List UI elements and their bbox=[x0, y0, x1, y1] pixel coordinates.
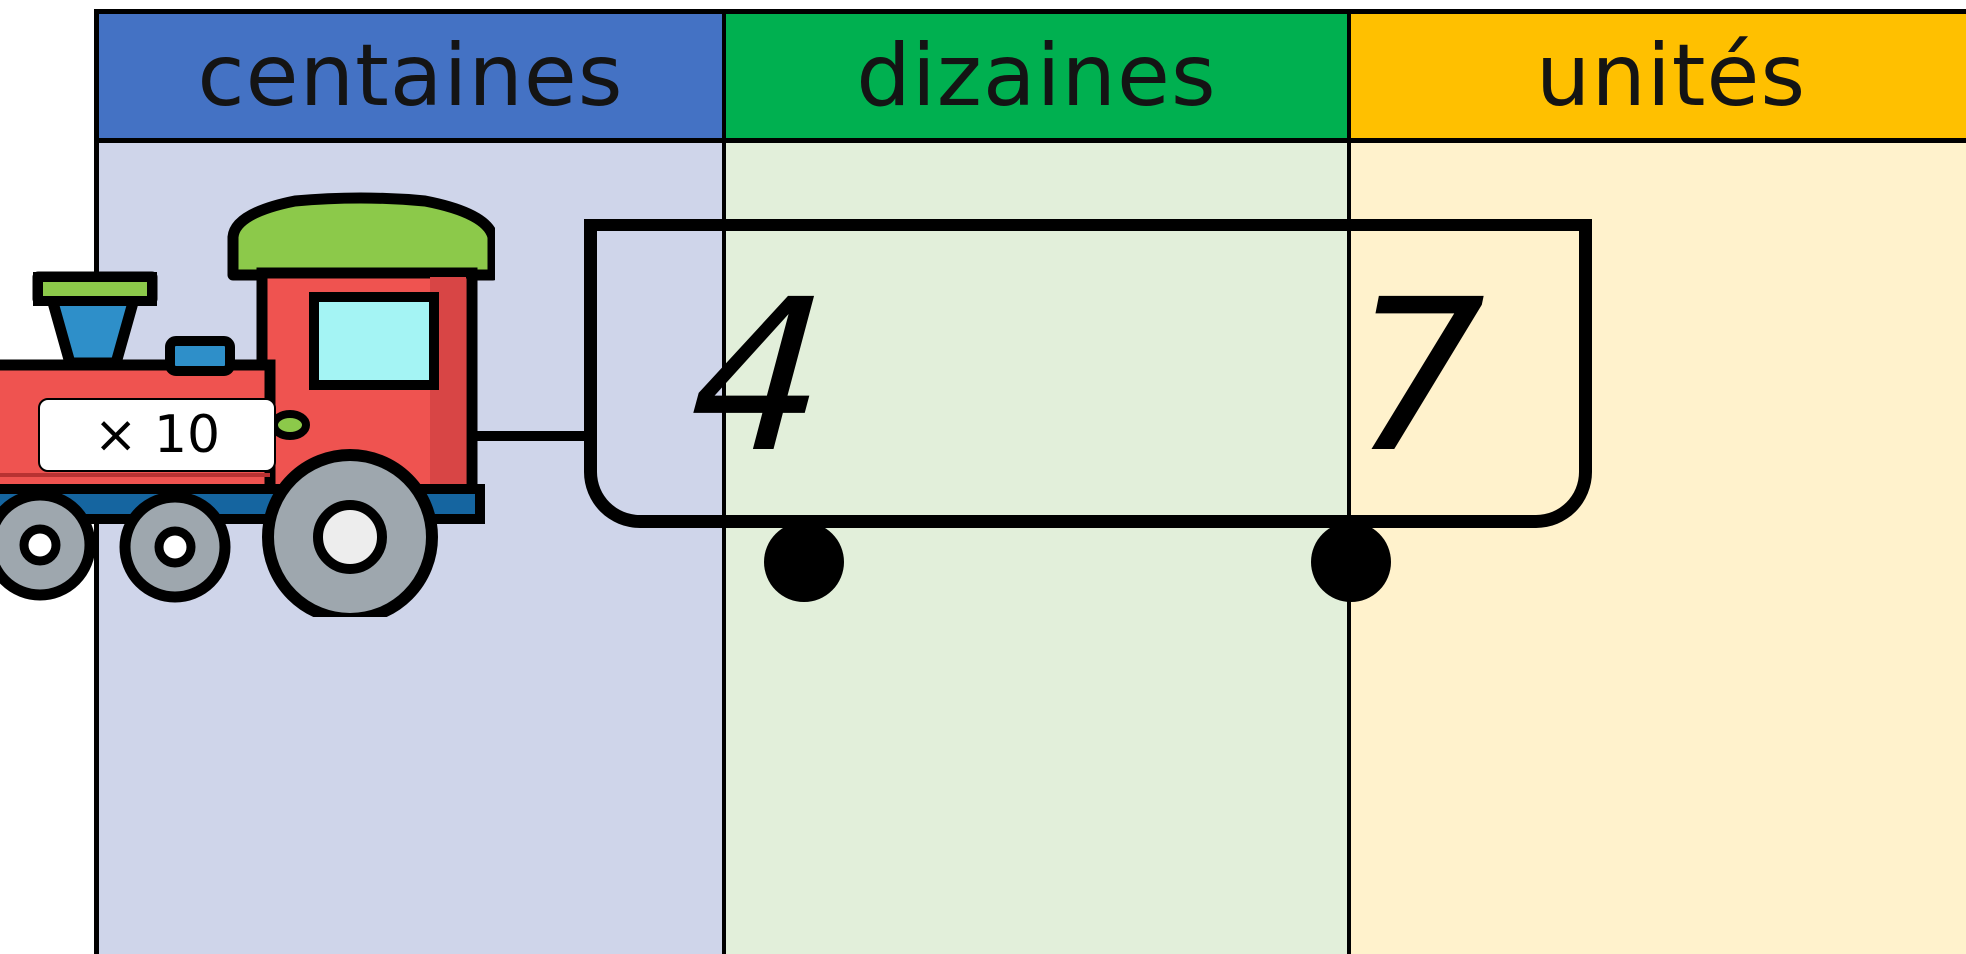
header-centaines: centaines bbox=[99, 14, 722, 143]
wagon-wheel-left bbox=[764, 522, 844, 602]
column-unites: unités bbox=[1351, 14, 1966, 954]
wagon-digit-tens: 4 bbox=[683, 254, 835, 499]
wagon-wheel-right bbox=[1311, 522, 1391, 602]
header-dizaines: dizaines bbox=[726, 14, 1347, 143]
multiplier-label: × 10 bbox=[38, 398, 276, 472]
header-unites: unités bbox=[1351, 14, 1966, 143]
locomotive-icon[interactable] bbox=[0, 185, 495, 617]
body-unites bbox=[1351, 143, 1966, 954]
wagon-digit-units: 7 bbox=[1352, 254, 1486, 499]
train-coupling bbox=[470, 431, 590, 441]
